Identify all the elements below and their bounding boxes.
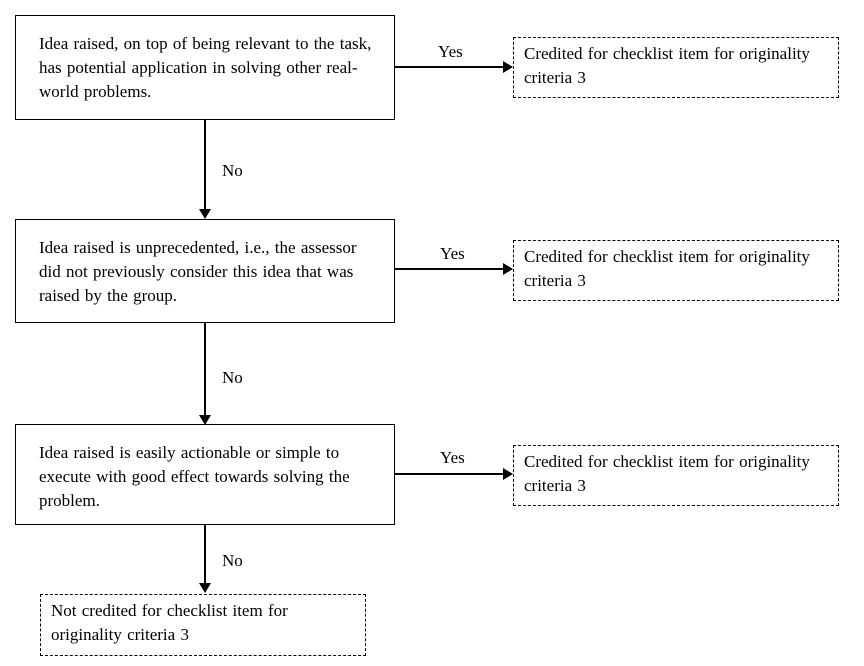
yes-connector-1: [395, 66, 503, 68]
no-arrowhead-2: [199, 415, 211, 425]
outcome-box-1: Credited for checklist item for original…: [513, 37, 839, 98]
yes-label-2: Yes: [440, 244, 465, 263]
no-label-3: No: [222, 551, 243, 570]
outcome-text-3: Credited for checklist item for original…: [524, 452, 810, 495]
no-label-1: No: [222, 161, 243, 180]
final-outcome-box: Not credited for checklist item for orig…: [40, 594, 366, 656]
no-connector-3: [204, 525, 206, 583]
no-connector-1: [204, 120, 206, 209]
yes-label-3: Yes: [440, 448, 465, 467]
outcome-text-2: Credited for checklist item for original…: [524, 247, 810, 290]
yes-connector-2: [395, 268, 503, 270]
decision-box-3: Idea raised is easily actionable or simp…: [15, 424, 395, 525]
yes-arrowhead-1: [503, 61, 513, 73]
decision-box-2: Idea raised is unprecedented, i.e., the …: [15, 219, 395, 323]
yes-label-1: Yes: [438, 42, 463, 61]
no-arrowhead-1: [199, 209, 211, 219]
yes-connector-3: [395, 473, 503, 475]
yes-arrowhead-3: [503, 468, 513, 480]
no-label-2: No: [222, 368, 243, 387]
outcome-box-2: Credited for checklist item for original…: [513, 240, 839, 301]
outcome-box-3: Credited for checklist item for original…: [513, 445, 839, 506]
final-outcome-text: Not credited for checklist item for orig…: [51, 601, 288, 644]
yes-arrowhead-2: [503, 263, 513, 275]
decision-text-1: Idea raised, on top of being relevant to…: [39, 34, 372, 101]
decision-text-2: Idea raised is unprecedented, i.e., the …: [39, 238, 357, 305]
outcome-text-1: Credited for checklist item for original…: [524, 44, 810, 87]
no-arrowhead-3: [199, 583, 211, 593]
no-connector-2: [204, 323, 206, 415]
decision-text-3: Idea raised is easily actionable or simp…: [39, 443, 350, 510]
decision-box-1: Idea raised, on top of being relevant to…: [15, 15, 395, 120]
